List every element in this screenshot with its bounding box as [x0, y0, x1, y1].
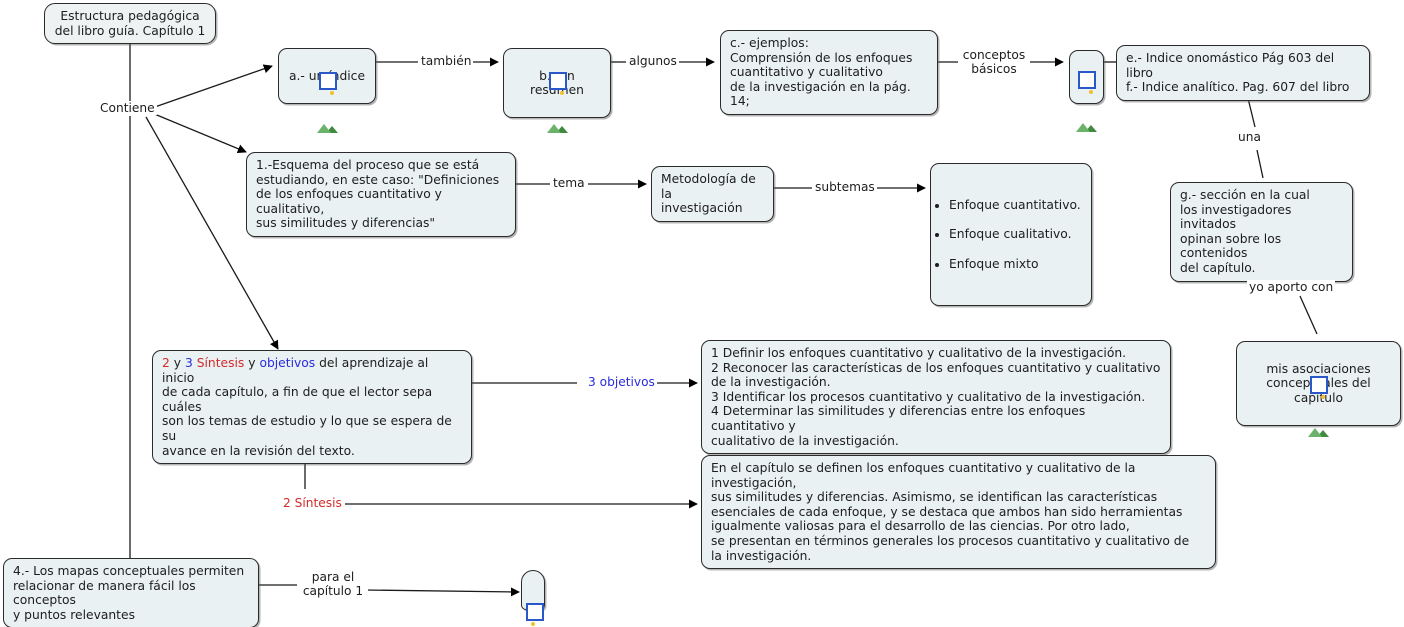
node-resumen[interactable]: b.- un resumen — [503, 48, 611, 133]
edge-label-tema: tema — [551, 176, 587, 191]
edge-label-2-sintesis: 2 Síntesis — [281, 496, 344, 511]
node-esquema[interactable]: 1.-Esquema del proceso que se está estud… — [246, 152, 516, 237]
node-indice-label: a.- un índice — [288, 68, 366, 83]
sintesis-conn-1: y — [169, 356, 185, 370]
node-enfoques[interactable]: Enfoque cuantitativo. Enfoque cualitativ… — [930, 163, 1092, 307]
word-objetivos: objetivos — [259, 356, 316, 370]
node-mapas[interactable]: 4.- Los mapas conceptuales permiten rela… — [3, 558, 259, 627]
sintesis-num-2: 2 — [162, 356, 170, 370]
node-blank[interactable] — [521, 570, 545, 626]
edge-label-para-el-capitulo: para el capítulo 1 — [298, 570, 368, 599]
edge-label-una: una — [1236, 130, 1263, 145]
word-sintesis: Síntesis — [196, 356, 245, 370]
node-sintesis-objetivos[interactable]: 2 y 3 Síntesis y objetivos del aprendiza… — [152, 350, 472, 465]
list-item: Enfoque cuantitativo. — [949, 198, 1082, 213]
edge-label-algunos: algunos — [627, 54, 679, 69]
node-seccion-g[interactable]: g.- sección en la cual los investigadore… — [1170, 182, 1353, 282]
node-sintesis-texto[interactable]: En el capítulo se definen los enfoques c… — [701, 455, 1216, 570]
sintesis-conn-2: y — [244, 356, 260, 370]
edge-label-subtemas: subtemas — [813, 180, 877, 195]
edge-label-tambien: también — [419, 54, 474, 69]
edge-label-3-objetivos: 3 objetivos — [586, 375, 657, 390]
node-d[interactable]: d.- — [1069, 50, 1104, 132]
list-item: Enfoque cualitativo. — [949, 227, 1082, 242]
node-indice[interactable]: a.- un índice — [278, 48, 376, 133]
node-objetivos-lista[interactable]: 1 Definir los enfoques cuantitativo y cu… — [701, 340, 1171, 455]
enfoques-list: Enfoque cuantitativo. Enfoque cualitativ… — [936, 184, 1082, 286]
image-icon[interactable] — [526, 603, 544, 626]
image-icon[interactable] — [547, 72, 568, 133]
edge-label-yo-aporto-con: yo aporto con — [1247, 280, 1336, 295]
edge-label-conceptos-basicos: conceptos básicos — [958, 48, 1030, 77]
image-icon[interactable] — [1076, 71, 1097, 132]
image-icon[interactable] — [1308, 376, 1329, 437]
node-ejemplos[interactable]: c.- ejemplos: Comprensión de los enfoque… — [720, 30, 938, 115]
node-asociaciones[interactable]: mis asociaciones conceptuales del capítu… — [1236, 341, 1401, 437]
node-indices-ef[interactable]: e.- Indice onomástico Pág 603 del libro … — [1116, 45, 1370, 101]
edge-label-contiene: Contiene — [98, 101, 157, 116]
sintesis-num-3: 3 — [184, 356, 193, 370]
list-item: Enfoque mixto — [949, 257, 1082, 272]
sintesis-rest: del aprendizaje al inicio de cada capítu… — [162, 356, 452, 458]
image-icon[interactable] — [317, 72, 338, 133]
node-title[interactable]: Estructura pedagógica del libro guía. Ca… — [44, 3, 216, 45]
node-metodologia[interactable]: Metodología de la investigación — [651, 166, 774, 222]
